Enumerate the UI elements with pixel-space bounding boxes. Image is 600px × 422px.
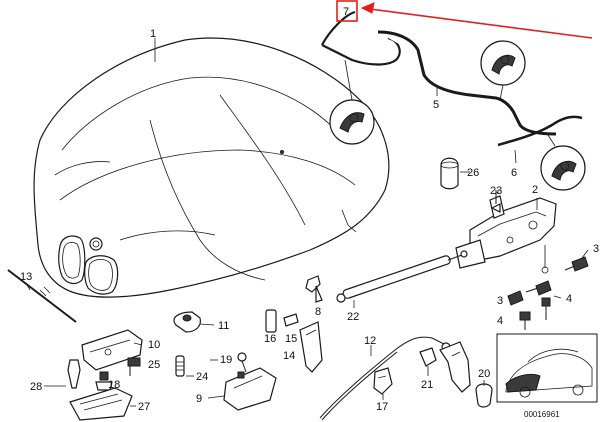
label-8: 8 [315,306,321,318]
label-12: 12 [364,335,376,347]
label-24: 24 [196,371,208,383]
release-cable-part [319,336,471,421]
lock-housing-part [69,387,133,421]
label-3a: 3 [593,243,599,255]
label-4b: 4 [497,315,503,327]
leader-lines [25,38,538,400]
label-18: 18 [108,379,120,391]
label-7: 7 [343,6,349,18]
label-17: 17 [376,401,388,413]
label-6: 6 [511,167,517,179]
label-3b: 3 [497,295,503,307]
label-20: 20 [478,368,490,380]
latch-parts [265,309,323,373]
hood-lock-part [223,367,277,411]
grommet-part [173,311,201,333]
label-5: 5 [433,99,439,111]
label-13: 13 [20,271,32,283]
label-2: 2 [532,184,538,196]
vehicle-thumbnail [496,333,598,403]
label-27: 27 [138,401,150,413]
label-10: 10 [148,339,160,351]
bump-stop-part [440,157,459,190]
highlight-marker [336,0,593,39]
label-28: 28 [30,381,42,393]
small-fasteners-part [67,352,247,391]
label-19: 19 [220,354,232,366]
hood-hinge-part [455,195,557,274]
label-23: 23 [490,185,502,197]
label-11: 11 [218,320,229,332]
label-16: 16 [264,333,276,345]
label-ticks [44,249,589,407]
label-25: 25 [148,359,160,371]
label-9: 9 [196,393,202,405]
hood-part [33,37,390,298]
label-26: 26 [467,167,479,179]
part-labels: 1 7 5 6 26 2 23 3 3 4 4 13 22 8 10 11 16… [20,6,599,419]
label-21: 21 [421,379,433,391]
label-15: 15 [285,333,297,345]
cap-part [475,383,493,408]
diagram-code: 00016961 [524,410,560,419]
gas-strut-part [305,250,468,303]
label-1: 1 [150,28,156,40]
label-4a: 4 [566,293,572,305]
label-14: 14 [283,350,295,362]
lock-bracket-part [81,329,143,371]
support-rod-part [7,269,77,323]
seal-strip-part [321,10,586,191]
bolts-part [490,190,589,330]
label-22: 22 [347,311,359,323]
